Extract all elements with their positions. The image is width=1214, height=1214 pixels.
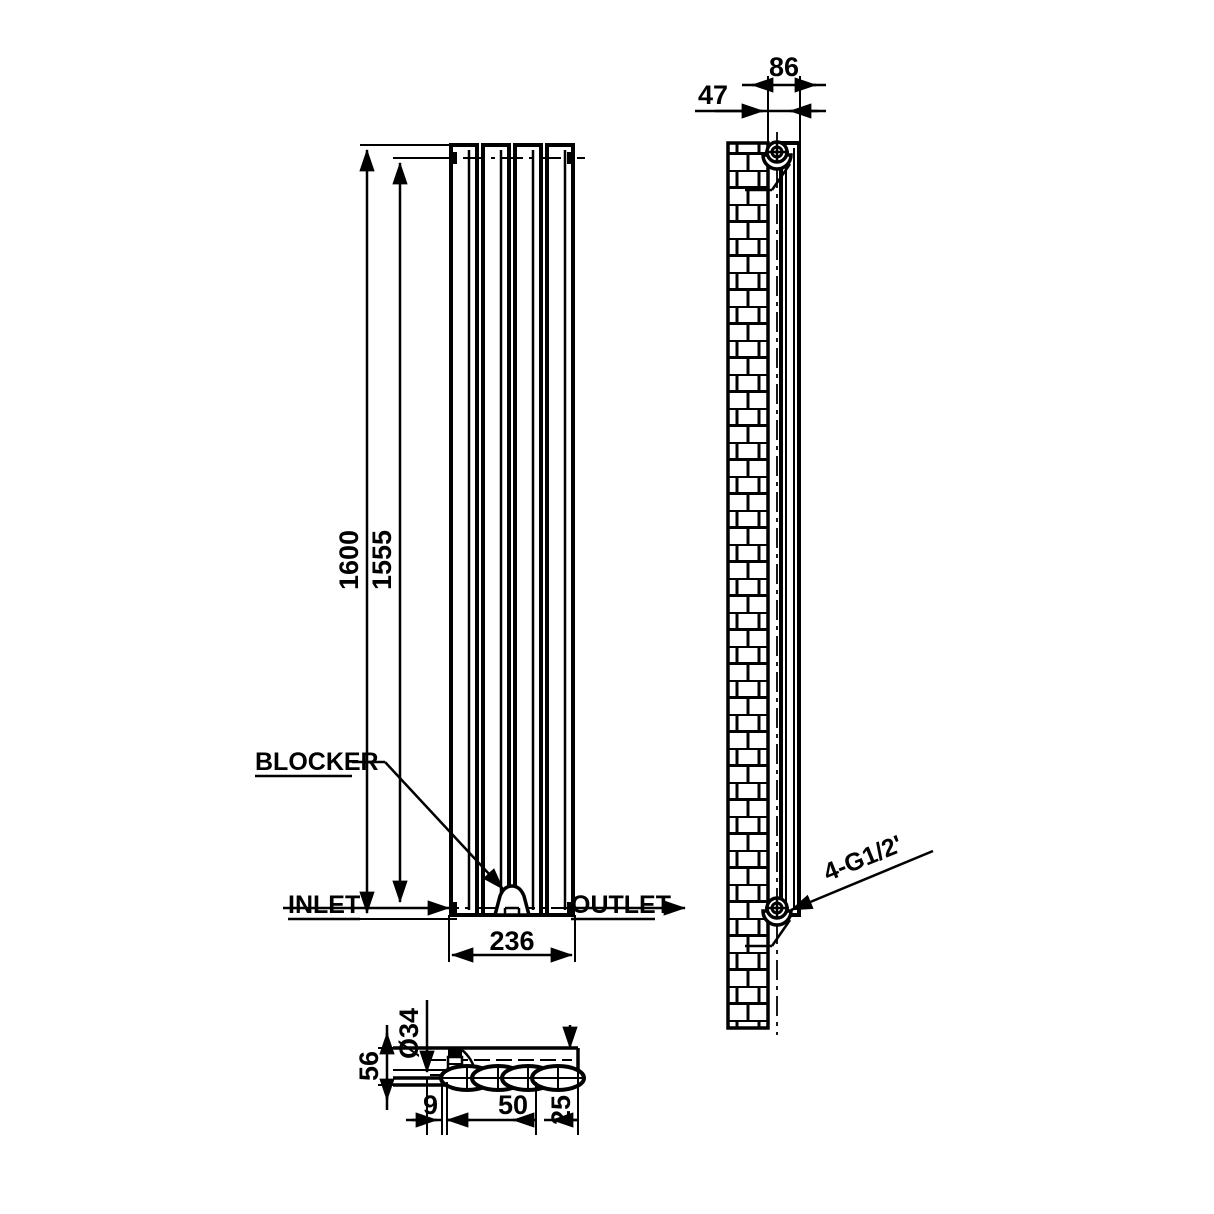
- valve-connection-bottom: [745, 896, 793, 948]
- dim-value-236: 236: [489, 926, 534, 956]
- dimension-offset-47: 47: [695, 80, 826, 143]
- dim-value-47: 47: [698, 80, 728, 110]
- blocker-label-group: BLOCKER: [255, 748, 379, 778]
- dimension-end-offset-25: 25: [544, 1025, 579, 1135]
- dim-value-d34: Ø34: [394, 1008, 424, 1059]
- valve-connection-top: [745, 140, 793, 192]
- dimension-tube-diameter: Ø34: [394, 1000, 435, 1074]
- dim-value-86: 86: [769, 52, 799, 82]
- radiator-panels: [449, 143, 575, 917]
- side-section-view: 4-G1/2' 86 47: [695, 52, 934, 1035]
- dim-value-50: 50: [498, 1090, 528, 1120]
- outlet-label: OUTLET: [571, 891, 671, 919]
- dimension-plan-depth-56: 56: [354, 1025, 430, 1110]
- inlet-label: INLET: [288, 891, 360, 919]
- blocker-component: [492, 884, 532, 917]
- dimension-overall-width: 236: [448, 915, 576, 963]
- dimension-panel-height: 1555: [367, 157, 457, 909]
- outlet-label-group: OUTLET: [571, 891, 687, 921]
- brick-wall: [726, 141, 770, 1030]
- blocker-label: BLOCKER: [255, 748, 379, 776]
- dim-value-25: 25: [546, 1095, 576, 1125]
- dim-value-1555: 1555: [367, 530, 397, 590]
- dim-value-1600: 1600: [334, 530, 364, 590]
- thread-spec-leader: [789, 849, 934, 912]
- dim-value-9: 9: [423, 1090, 438, 1120]
- dimension-overall-height: 1600: [334, 144, 457, 920]
- dimension-tube-pitch-50: 50: [445, 1082, 537, 1135]
- radiator-panel-1: [449, 143, 479, 917]
- radiator-panel-3: [513, 143, 543, 917]
- dimension-edge-offset-9: 9: [406, 1078, 443, 1135]
- front-elevation-view: BLOCKER INLET OUTLET 1600 1555: [255, 143, 687, 963]
- dim-value-56: 56: [354, 1051, 384, 1081]
- plan-section-detail-view: Ø34 56 9 50: [354, 1000, 586, 1135]
- radiator-panel-4: [545, 143, 575, 917]
- plan-tube-sections: [439, 1064, 586, 1092]
- radiator-panel-2: [481, 143, 511, 917]
- radiator-side-profile: [779, 141, 801, 917]
- plan-tube-4: [530, 1064, 586, 1092]
